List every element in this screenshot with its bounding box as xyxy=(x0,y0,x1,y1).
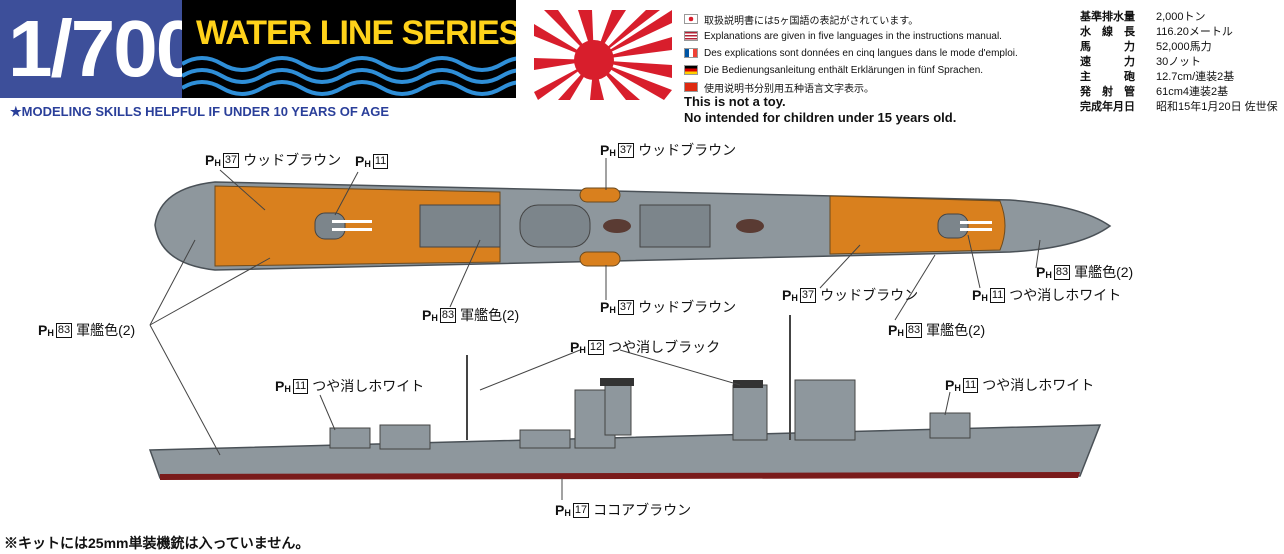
scale-text: 1/700 xyxy=(8,4,200,93)
scale-badge: 1/700 xyxy=(0,0,200,98)
lang-text: 取扱説明書には5ヶ国語の表記がされています。 xyxy=(704,15,919,27)
age-note: ★MODELING SKILLS HELPFUL IF UNDER 10 YEA… xyxy=(10,104,390,119)
waves-graphic xyxy=(182,56,516,96)
lang-row-chinese: 使用说明书分别用五种语言文字表示。 xyxy=(684,78,874,96)
series-title: WATER LINE SERIES xyxy=(196,14,516,52)
usa-flag-icon xyxy=(684,31,698,41)
warning-line-2: No intended for children under 15 years … xyxy=(684,110,957,125)
lang-row-german: Die Bedienungsanleitung enthält Erklärun… xyxy=(684,61,983,79)
warning-line-1: This is not a toy. xyxy=(684,94,786,109)
lang-text: Explanations are given in five languages… xyxy=(704,30,1002,42)
germany-flag-icon xyxy=(684,65,698,75)
lang-row-english: Explanations are given in five languages… xyxy=(684,27,1002,45)
side-view xyxy=(148,315,1102,480)
lang-row-french: Des explications sont données en cinq la… xyxy=(684,44,1018,62)
china-flag-icon xyxy=(684,82,698,92)
france-flag-icon xyxy=(684,48,698,58)
lang-text: Die Bedienungsanleitung enthält Erklärun… xyxy=(704,64,984,76)
lang-text: Des explications sont données en cinq la… xyxy=(704,47,1018,59)
japan-flag-icon xyxy=(684,14,698,24)
lang-text: 使用说明书分别用五种语言文字表示。 xyxy=(704,83,874,95)
top-view xyxy=(154,181,1112,271)
footnote: ※キットには25mm単装機銃は入っていません。 xyxy=(4,535,310,551)
lang-row-japanese: 取扱説明書には5ヶ国語の表記がされています。 xyxy=(684,10,918,28)
rising-sun-flag-icon xyxy=(534,10,672,100)
series-banner: WATER LINE SERIES xyxy=(182,0,516,98)
spec-row: 完成年月日昭和15年1月20日 佐世保 xyxy=(1080,101,1278,113)
